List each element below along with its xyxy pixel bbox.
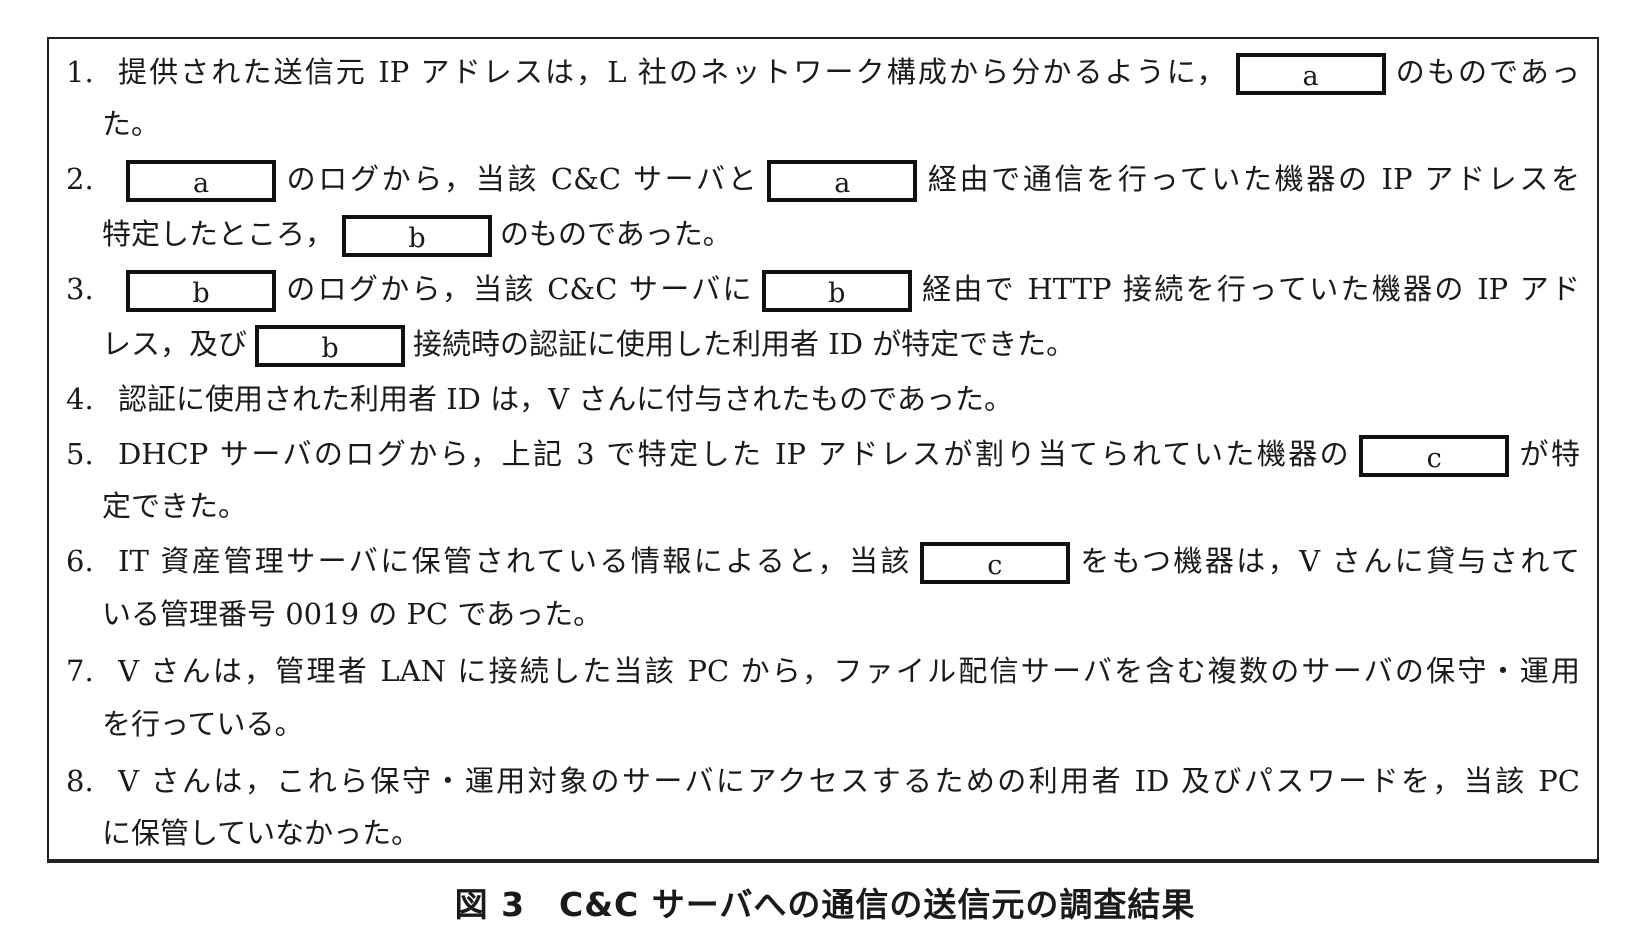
item-text: のものであった。 bbox=[500, 217, 732, 251]
item-text: のログから，当該 C&C サーバに bbox=[284, 272, 754, 306]
answer-blank-b: b bbox=[761, 270, 912, 312]
item-number: 1. bbox=[66, 55, 94, 89]
figure-caption: 図 3 C&C サーバへの通信の送信元の調査結果 bbox=[454, 885, 1196, 924]
item-line: に保管していなかった。 bbox=[102, 808, 1580, 858]
item-number: 8. bbox=[66, 764, 94, 798]
answer-blank-b: b bbox=[255, 325, 406, 367]
item-number: 5. bbox=[66, 437, 94, 471]
item-text: 経由で HTTP 接続を行っていた機器の IP アド bbox=[919, 272, 1580, 306]
item-text: V さんは，これら保守・運用対象のサーバにアクセスするための利用者 ID 及びパ… bbox=[118, 764, 1580, 798]
item-text: を行っている。 bbox=[102, 707, 304, 741]
item-text: DHCP サーバのログから，上記 3 で特定した IP アドレスが割り当てられて… bbox=[118, 437, 1352, 471]
answer-blank-c: c bbox=[919, 542, 1070, 584]
answer-blank-a: a bbox=[1235, 53, 1386, 95]
item-number: 3. bbox=[66, 272, 94, 306]
item-number: 2. bbox=[66, 162, 94, 196]
answer-blank-b: b bbox=[342, 215, 493, 257]
item-text: V さんは，管理者 LAN に接続した当該 PC から，ファイル配信サーバを含む… bbox=[118, 654, 1580, 688]
item-text: 経由で通信を行っていた機器の IP アドレスを bbox=[925, 162, 1580, 196]
item-number: 4. bbox=[66, 382, 94, 416]
item-number: 6. bbox=[66, 544, 94, 578]
figure-frame bbox=[47, 37, 1599, 863]
item-line: 定できた。 bbox=[102, 481, 1580, 531]
item-text: た。 bbox=[102, 107, 161, 141]
item-line: いる管理番号 0019 の PC であった。 bbox=[102, 589, 1580, 639]
answer-blank-c: c bbox=[1359, 435, 1510, 477]
item-text: 認証に使用された利用者 ID は，V さんに付与されたものであった。 bbox=[118, 382, 1014, 416]
answer-blank-a: a bbox=[126, 160, 276, 202]
item-text: をもつ機器は，V さんに貸与されて bbox=[1077, 544, 1580, 578]
item-line: た。 bbox=[102, 99, 1580, 149]
item-text: に保管していなかった。 bbox=[102, 816, 421, 850]
answer-blank-b: b bbox=[126, 270, 276, 312]
item-line: 認証に使用された利用者 ID は，V さんに付与されたものであった。 bbox=[118, 374, 1580, 424]
item-text: のログから，当該 C&C サーバと bbox=[284, 162, 760, 196]
item-text: いる管理番号 0019 の PC であった。 bbox=[102, 597, 603, 631]
item-text: が特 bbox=[1517, 437, 1580, 471]
item-line: DHCP サーバのログから，上記 3 で特定した IP アドレスが割り当てられて… bbox=[118, 429, 1580, 479]
item-number: 7. bbox=[66, 654, 94, 688]
item-line: V さんは，これら保守・運用対象のサーバにアクセスするための利用者 ID 及びパ… bbox=[118, 756, 1580, 806]
item-text: のものであっ bbox=[1393, 55, 1580, 89]
answer-blank-a: a bbox=[767, 160, 918, 202]
item-text: 特定したところ， bbox=[102, 217, 335, 251]
item-text: IT 資産管理サーバに保管されている情報によると，当該 bbox=[118, 544, 912, 578]
item-text: レス，及び bbox=[102, 327, 248, 361]
item-text: 定できた。 bbox=[102, 489, 248, 523]
item-line: V さんは，管理者 LAN に接続した当該 PC から，ファイル配信サーバを含む… bbox=[118, 646, 1580, 696]
item-line: 提供された送信元 IP アドレスは，L 社のネットワーク構成から分かるように，a… bbox=[118, 47, 1580, 97]
item-line: を行っている。 bbox=[102, 699, 1580, 749]
item-text: 提供された送信元 IP アドレスは，L 社のネットワーク構成から分かるように， bbox=[118, 55, 1228, 89]
item-text: 接続時の認証に使用した利用者 ID が特定できた。 bbox=[413, 327, 1076, 361]
